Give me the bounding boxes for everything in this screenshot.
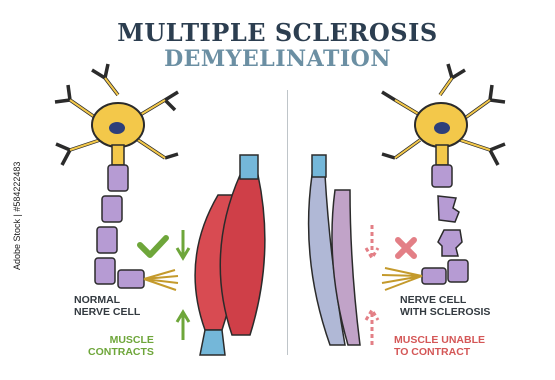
cross-icon: [398, 240, 414, 256]
damaged-nerve-endings: [382, 268, 422, 290]
arrow-down-icon: [177, 230, 189, 258]
muscle-unable-label: MUSCLE UNABLETO CONTRACT: [394, 334, 485, 358]
damaged-neuron: [382, 64, 505, 165]
normal-neuron: [55, 64, 178, 165]
contracted-muscle: [195, 155, 265, 355]
normal-nerve-endings: [144, 270, 178, 290]
dashed-arrow-up-icon: [366, 310, 378, 345]
muscle-contracts-label: MUSCLECONTRACTS: [88, 334, 154, 358]
arrow-up-icon: [177, 312, 189, 340]
normal-myelin-sheath: [95, 165, 144, 288]
relaxed-muscle: [309, 155, 360, 345]
check-icon: [140, 238, 166, 255]
normal-cell-label: NORMALNERVE CELL: [74, 294, 140, 318]
stock-watermark: Adobe Stock | #584222483: [12, 162, 22, 270]
dashed-arrow-down-icon: [366, 225, 378, 258]
sclerosis-cell-label: NERVE CELLWITH SCLEROSIS: [400, 294, 490, 318]
damaged-myelin-sheath: [422, 165, 468, 284]
